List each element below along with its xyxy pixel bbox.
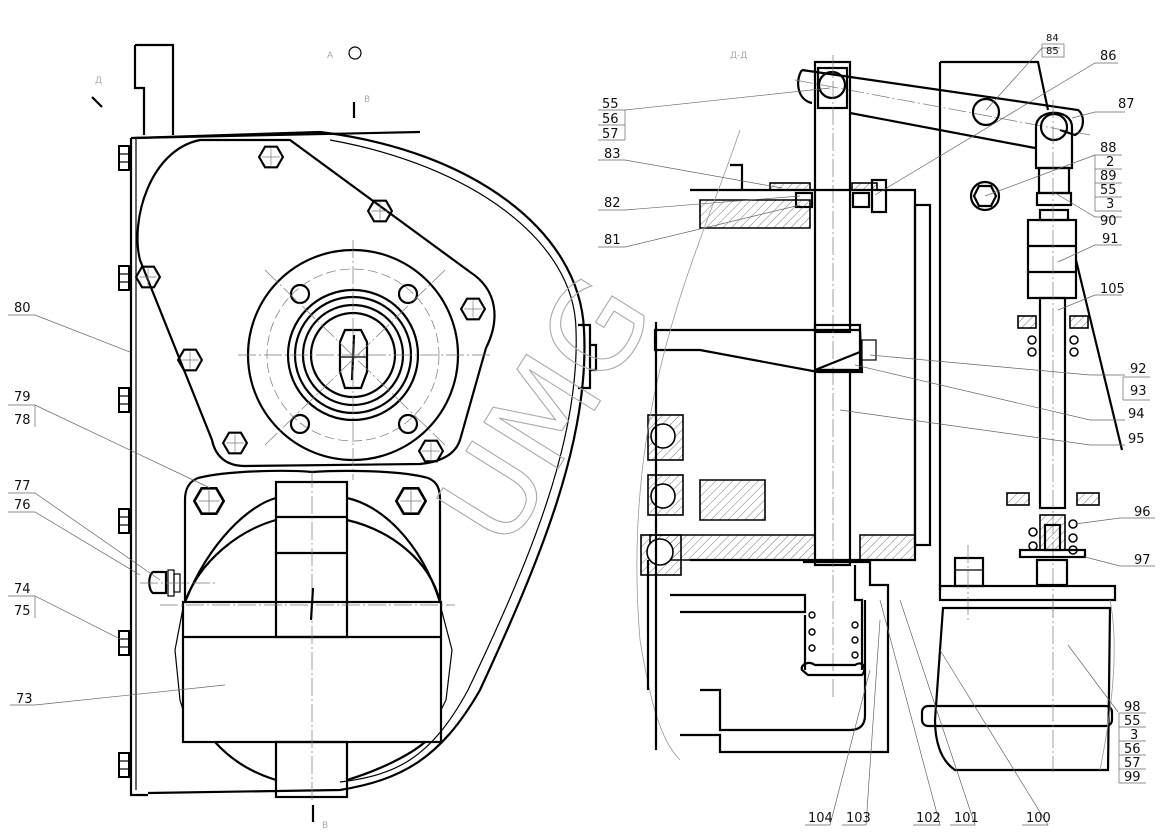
callout-84: 84 [1046, 33, 1059, 44]
callout-82: 82 [604, 196, 621, 211]
callout-55b: 55 [1100, 183, 1117, 198]
callout-57b: 57 [1124, 756, 1141, 771]
callout-80: 80 [14, 301, 31, 316]
callout-101: 101 [954, 811, 979, 826]
motor-section [933, 606, 1112, 772]
callout-56b: 56 [1124, 742, 1141, 757]
front-view [91, 43, 598, 822]
watermark: UMG [411, 253, 681, 569]
clevis-block [1026, 218, 1078, 300]
housing-outline [134, 130, 586, 795]
callouts: 80 79 78 77 76 74 75 73 55 56 57 83 82 8… [14, 33, 1151, 831]
callout-78: 78 [14, 413, 31, 428]
callout-83: 83 [604, 147, 621, 162]
section-mark-b-bottom: В [322, 821, 328, 831]
callout-91: 91 [1102, 232, 1119, 247]
callout-81: 81 [604, 233, 621, 248]
callout-74: 74 [14, 582, 31, 597]
section-mark-d: Д [95, 76, 102, 86]
callout-90: 90 [1100, 214, 1117, 229]
callout-79: 79 [14, 390, 31, 405]
leader-lines [8, 47, 1155, 826]
callout-96: 96 [1134, 505, 1151, 520]
callout-56: 56 [602, 112, 619, 127]
callout-87: 87 [1118, 97, 1135, 112]
callout-85: 85 [1046, 46, 1059, 57]
callout-100: 100 [1026, 811, 1051, 826]
callout-76: 76 [14, 498, 31, 513]
section-view [636, 55, 1124, 772]
shaft-end [338, 328, 369, 390]
main-rod [813, 60, 852, 334]
callout-55: 55 [602, 97, 619, 112]
callout-3: 3 [1106, 197, 1114, 212]
section-mark-b-top: В [364, 95, 370, 105]
callout-89: 89 [1100, 169, 1117, 184]
callout-88: 88 [1100, 141, 1117, 156]
side-plate [129, 138, 148, 797]
callout-75: 75 [14, 604, 31, 619]
callout-104: 104 [808, 811, 833, 826]
callout-77: 77 [14, 479, 31, 494]
callout-92: 92 [1130, 362, 1147, 377]
lever [801, 68, 1084, 137]
top-bracket [133, 43, 175, 135]
section-title: Д-Д [730, 51, 747, 61]
svg-text:UMG: UMG [412, 254, 681, 569]
callout-86: 86 [1100, 49, 1117, 64]
callout-95: 95 [1128, 432, 1145, 447]
callout-73: 73 [16, 692, 33, 707]
callout-102: 102 [916, 811, 941, 826]
callout-57: 57 [602, 127, 619, 142]
callout-103: 103 [846, 811, 871, 826]
callout-98: 98 [1124, 700, 1141, 715]
view-mark-a: А [327, 51, 334, 61]
callout-93: 93 [1130, 384, 1147, 399]
callout-105: 105 [1100, 282, 1125, 297]
callout-3b: 3 [1130, 728, 1138, 743]
gear-cover [136, 138, 496, 468]
callout-2: 2 [1106, 155, 1114, 170]
callout-99: 99 [1124, 770, 1141, 785]
callout-94: 94 [1128, 407, 1145, 422]
callout-55c: 55 [1124, 714, 1141, 729]
callout-97: 97 [1134, 553, 1151, 568]
